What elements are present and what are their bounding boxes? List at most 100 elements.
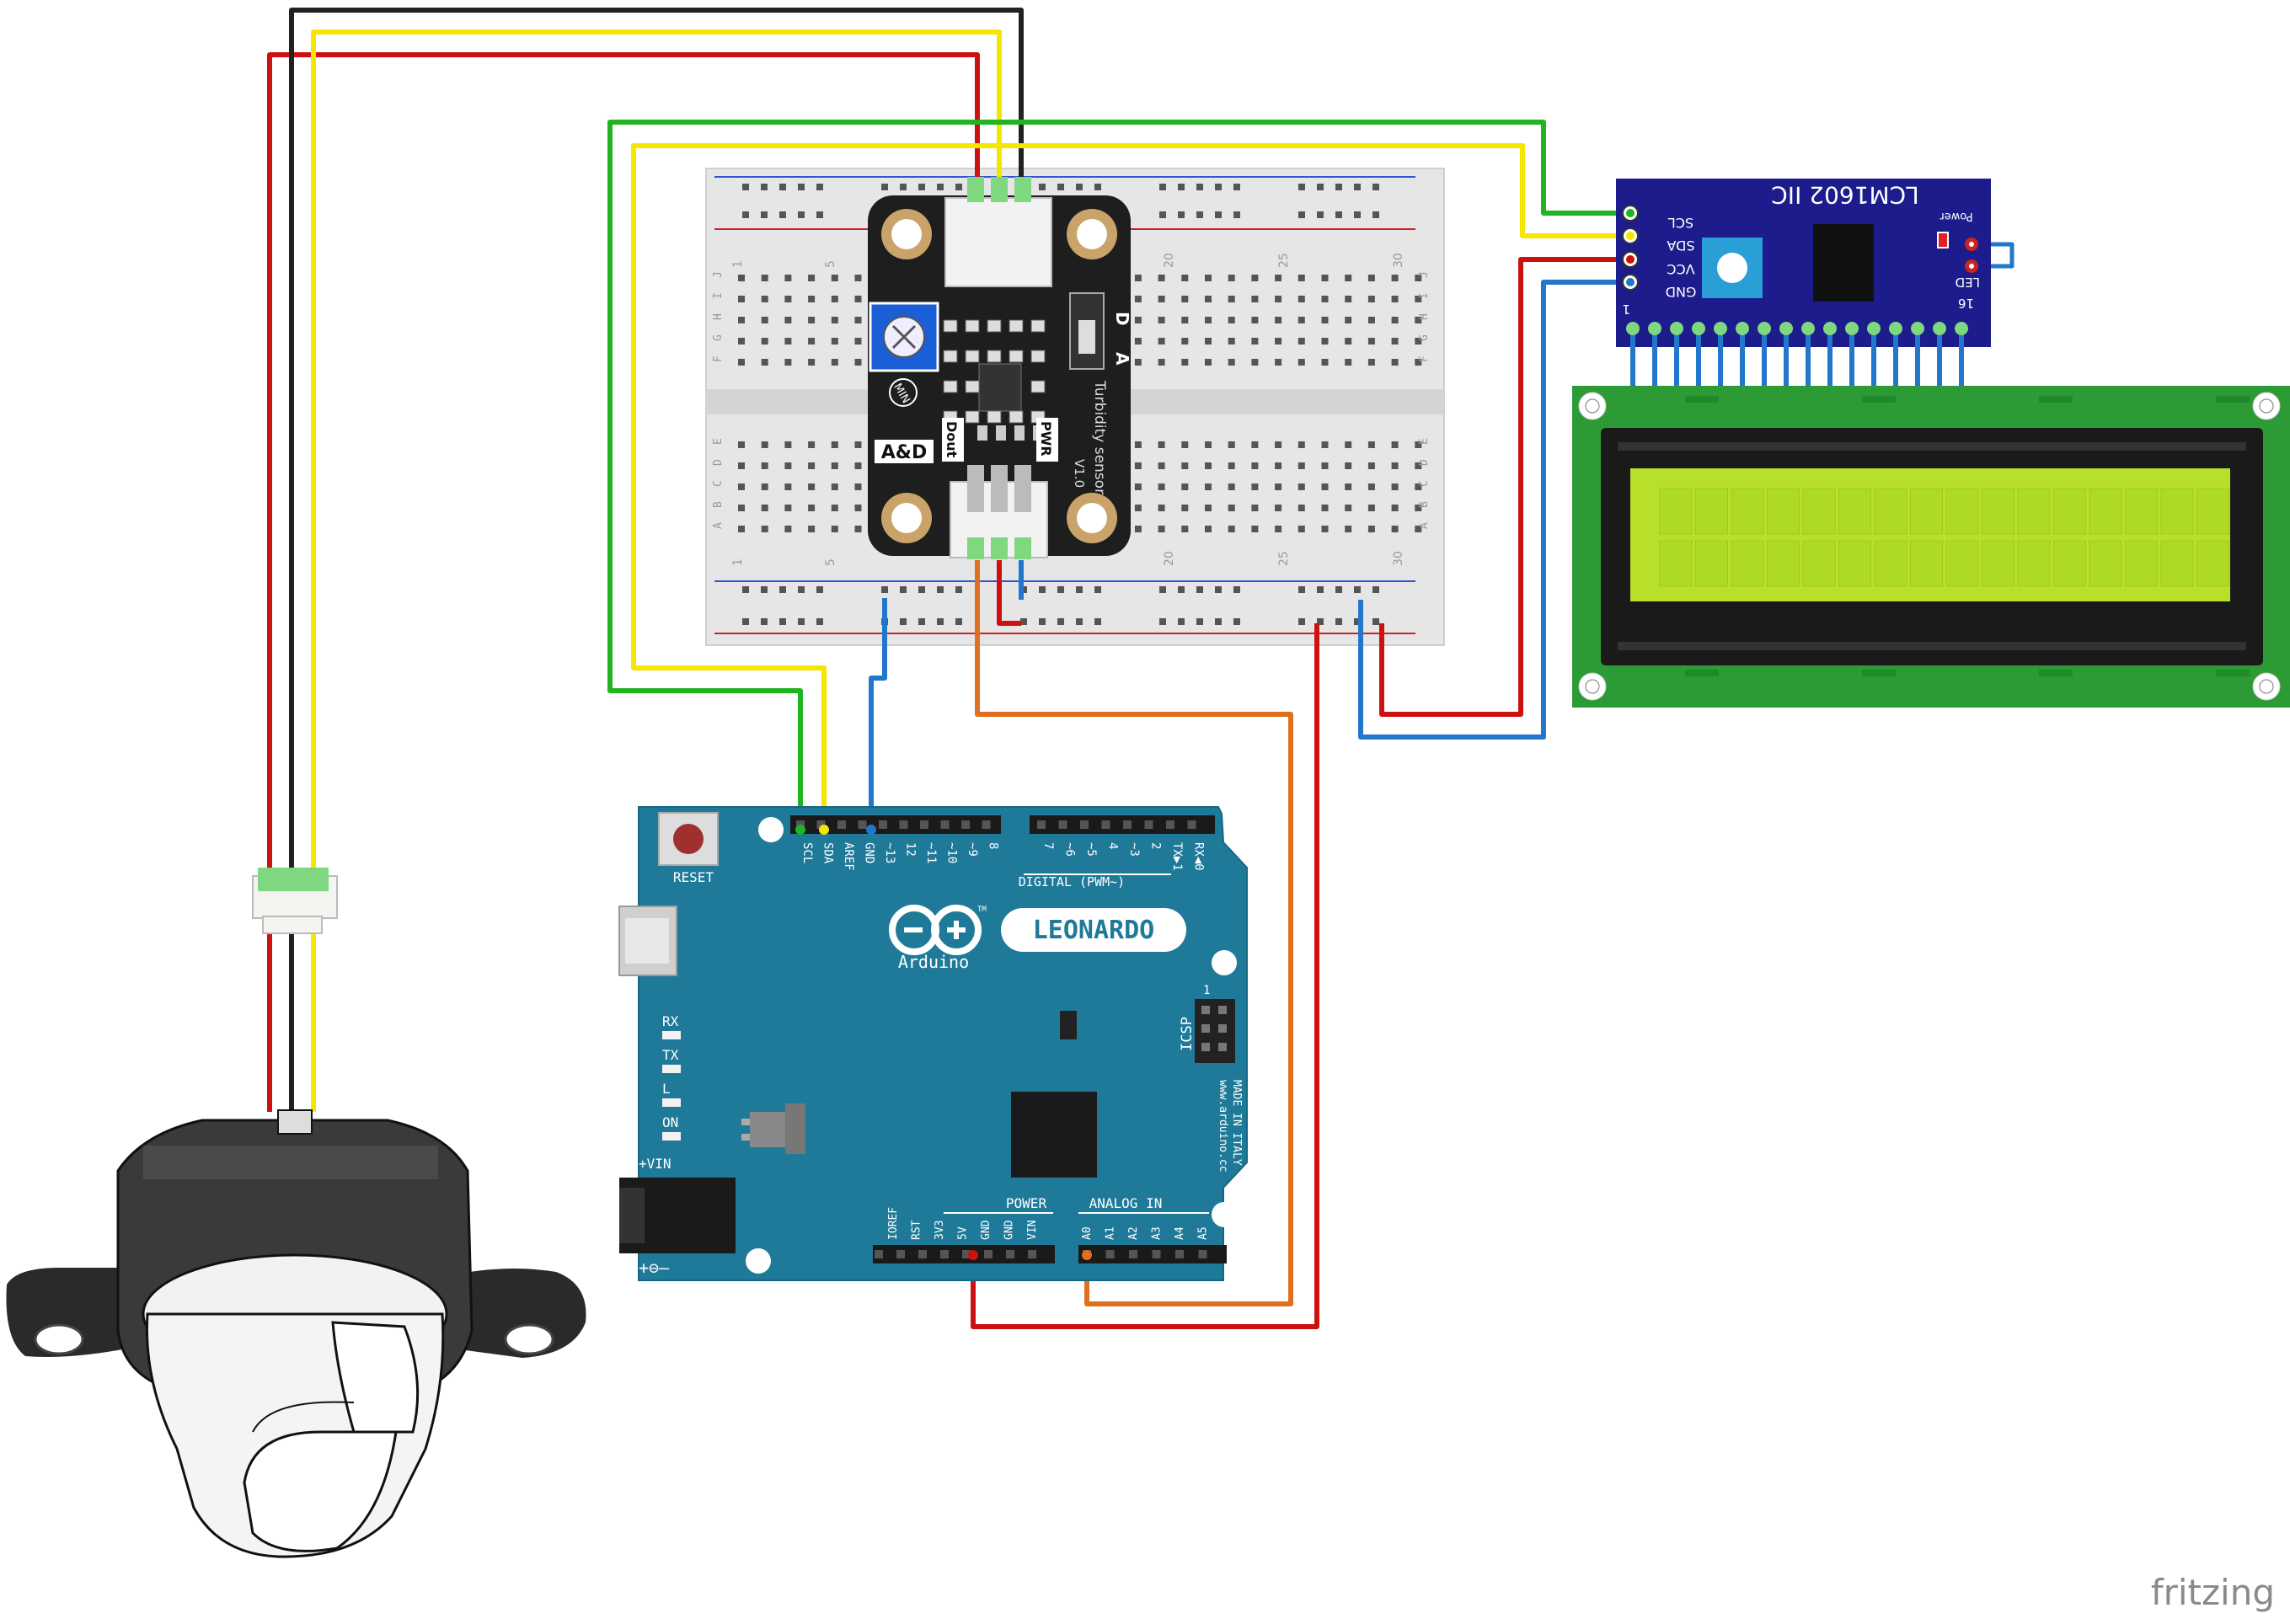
led-label: ON (662, 1114, 678, 1130)
status-leds: RX TX L ON (662, 1013, 681, 1141)
analog-in-label: ANALOG IN (1089, 1195, 1163, 1211)
bb-row-letter: C (1418, 480, 1431, 487)
mode-label: A&D (881, 442, 927, 463)
wire-probe-yellow (311, 29, 1002, 872)
switch-d-label: D (1112, 312, 1132, 326)
turbidity-probe (6, 1109, 586, 1558)
icsp-label: ICSP (1179, 1017, 1196, 1051)
arduino-logo-icon (889, 905, 982, 955)
bb-row-letter: J (1418, 271, 1431, 278)
lcd-1602-display (1572, 386, 2290, 708)
led-label: L (662, 1081, 671, 1097)
bb-row-letter: D (712, 459, 725, 466)
analog-pin-label: A5 (1197, 1226, 1210, 1240)
status-led (662, 1132, 681, 1141)
pin-label: ~9 (966, 842, 979, 857)
mounting-holes (881, 209, 1117, 543)
pwr-label: PWR (1038, 421, 1054, 457)
bb-row-letter: D (1418, 459, 1431, 466)
wire-sensor-vcc (997, 560, 1021, 626)
pin-label: ~5 (1084, 842, 1098, 857)
vin-label: +VIN (639, 1156, 671, 1172)
icsp-header[interactable] (1195, 999, 1235, 1063)
wire-gnd-blue (869, 598, 887, 830)
i2c-title: LCM1602 IIC (1771, 181, 1919, 209)
wire-sda-yellow (631, 143, 1630, 830)
i2c-pin-first: 1 (1622, 302, 1630, 317)
i2c-pin-label-sda: SDA (1667, 238, 1694, 254)
microcontroller-chip (1011, 1092, 1097, 1178)
wire-signal-orange (975, 560, 1293, 1306)
switch-a-label: A (1112, 352, 1132, 366)
probe-connector-top[interactable] (944, 197, 1052, 287)
bb-row-letter: J (712, 271, 725, 278)
bb-row-letter: H (1418, 313, 1431, 320)
i2c-side-pins[interactable] (1622, 205, 1639, 291)
wire-endpoints (795, 825, 1092, 1260)
bb-row-letter: E (1418, 438, 1431, 445)
bb-row-letter: A (1418, 522, 1431, 529)
i2c-pin-label-scl: SCL (1668, 215, 1693, 231)
wire-scl-green (607, 120, 1630, 830)
website-label: www.arduino.cc (1217, 1080, 1229, 1173)
power-label: POWER (1006, 1195, 1047, 1211)
made-in-label: MADE IN ITALY (1230, 1080, 1243, 1166)
power-pin-label: 3V3 (934, 1221, 946, 1240)
probe-cable-connector[interactable] (252, 868, 338, 934)
power-pin-label: GND (1003, 1220, 1016, 1240)
led-label: RX (662, 1013, 679, 1029)
bb-row-letter: H (712, 313, 725, 320)
wire-probe-black (289, 8, 1024, 872)
turbidity-sensor-module: MIN D A Turbidity sensor V1.0 A&D Dout P… (868, 177, 1132, 559)
bb-row-letter: B (1418, 501, 1431, 508)
power-pin-label: 5V (957, 1226, 970, 1240)
pin-label: 12 (904, 842, 918, 857)
analog-pin-label: A0 (1081, 1226, 1094, 1240)
pin-label: ~11 (924, 842, 938, 863)
lcd-character-cells (1659, 488, 2229, 587)
module-version: V1.0 (1072, 459, 1087, 488)
fritzing-watermark: fritzing (2151, 1572, 2275, 1613)
bb-row-letter: F (712, 355, 725, 362)
bb-row-letter: I (712, 292, 725, 299)
bb-col-1-top: 1 (731, 260, 745, 268)
lcd-header-pads (1685, 396, 2250, 676)
board-title: LEONARDO (1033, 916, 1155, 945)
wire-lcd-vcc (1379, 257, 1630, 717)
dout-label: Dout (944, 421, 960, 458)
analog-pin-label: A2 (1127, 1226, 1140, 1240)
bb-row-letter: I (1418, 292, 1431, 299)
reset-button[interactable] (658, 812, 719, 866)
status-led (662, 1031, 681, 1039)
wire-lcd-gnd (1358, 280, 1630, 740)
bb-col-25-bottom: 25 (1277, 551, 1291, 566)
status-led (662, 1065, 681, 1073)
power-led (1937, 232, 1949, 248)
digital-header-left[interactable] (790, 815, 1001, 834)
bb-col-20-bottom: 20 (1163, 551, 1176, 566)
digital-header-right[interactable] (1030, 815, 1215, 834)
bb-col-5-top: 5 (824, 260, 837, 268)
bb-col-5-bottom: 5 (824, 558, 837, 566)
power-pin-label: RST (911, 1220, 923, 1240)
pin-label: 4 (1106, 842, 1120, 849)
bb-row-letter: F (1418, 355, 1431, 362)
trademark: TM (977, 905, 987, 914)
icsp-pin1: 1 (1203, 984, 1210, 997)
bb-row-letter: E (712, 438, 725, 445)
i2c-pin-label-vcc: VCC (1667, 261, 1694, 277)
led-label: TX (662, 1047, 679, 1063)
pin-label: TX▶1 (1170, 842, 1184, 871)
brand-name: Arduino (898, 952, 969, 972)
pin-label: ~3 (1127, 842, 1141, 857)
pin-label: AREF (842, 842, 855, 871)
i2c-led-label: LED (1956, 275, 1980, 290)
pin-label: 7 (1041, 842, 1055, 849)
i2c-power-label: Power (1940, 210, 1973, 222)
